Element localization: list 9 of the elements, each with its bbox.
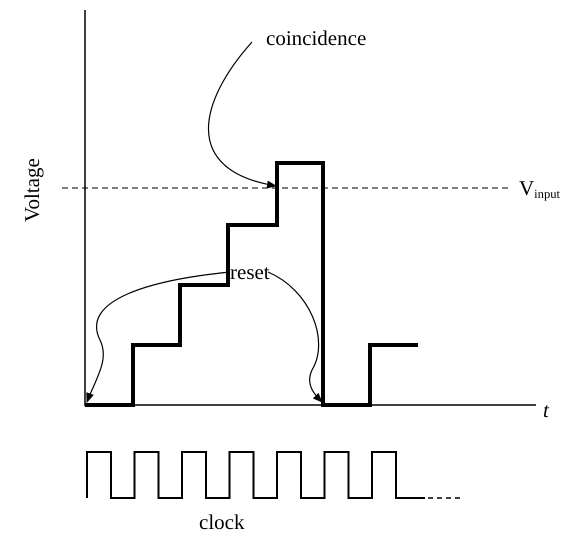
waveform-label: clock <box>199 512 244 533</box>
callout-text: reset <box>230 262 270 283</box>
leader-line <box>208 42 277 188</box>
callout-text: coincidence <box>266 28 366 49</box>
axis-label: t <box>543 400 549 421</box>
threshold-label: V$_{input}$ <box>519 178 560 201</box>
leader-line <box>268 271 323 403</box>
leader-line <box>86 271 230 403</box>
axis-label: Voltage <box>22 158 43 222</box>
